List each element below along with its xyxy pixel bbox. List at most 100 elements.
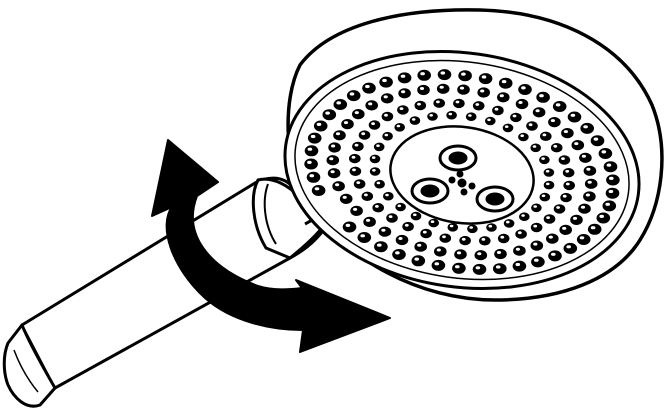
spray-nozzle-highlight xyxy=(325,111,330,115)
spray-nozzle-highlight xyxy=(518,101,523,104)
curved-double-arrow-icon xyxy=(151,139,391,353)
spray-nozzle-highlight xyxy=(475,103,480,106)
spray-nozzle-highlight xyxy=(342,195,347,199)
spray-nozzle xyxy=(417,84,430,96)
spray-nozzle xyxy=(550,143,563,153)
spray-nozzle xyxy=(341,119,354,130)
spray-nozzle xyxy=(539,192,551,202)
spray-nozzle xyxy=(479,236,491,246)
spray-nozzle-highlight xyxy=(351,155,356,159)
spray-nozzle xyxy=(563,180,575,191)
spray-nozzle-highlight xyxy=(551,252,556,256)
spray-nozzle-highlight xyxy=(400,74,406,78)
spray-nozzle xyxy=(583,191,596,202)
spray-nozzle-highlight xyxy=(417,102,421,106)
spray-nozzle-highlight xyxy=(512,114,517,118)
spray-nozzle-highlight xyxy=(349,92,355,96)
spray-nozzle-highlight xyxy=(376,144,380,147)
spray-nozzle-highlight xyxy=(439,85,444,89)
spray-nozzle xyxy=(306,171,321,183)
spray-nozzle xyxy=(571,140,585,151)
spray-nozzle-highlight xyxy=(562,194,567,198)
spray-nozzle-highlight xyxy=(461,237,466,241)
spray-nozzle xyxy=(459,235,471,246)
spray-nozzle xyxy=(395,234,409,246)
spray-nozzle-highlight xyxy=(384,133,389,137)
spray-nozzle xyxy=(532,107,546,118)
spray-nozzle-highlight xyxy=(309,174,315,178)
spray-nozzle-highlight xyxy=(442,235,446,239)
spray-nozzle xyxy=(434,246,447,257)
spray-nozzle xyxy=(395,202,406,212)
spray-nozzle xyxy=(446,110,457,120)
spray-nozzle-highlight xyxy=(329,157,334,161)
spray-nozzle xyxy=(497,92,510,103)
spray-nozzle-highlight xyxy=(365,84,370,89)
spray-nozzle-highlight xyxy=(414,257,420,261)
spray-nozzle-highlight xyxy=(307,147,313,151)
spray-nozzle-highlight xyxy=(456,251,462,255)
spray-nozzle-highlight xyxy=(556,206,560,209)
spray-nozzle xyxy=(598,148,613,159)
spray-nozzle-highlight xyxy=(539,94,544,98)
spray-nozzle-highlight xyxy=(546,182,550,186)
spray-nozzle xyxy=(546,233,559,244)
spray-nozzle xyxy=(346,90,361,102)
spray-nozzle-highlight xyxy=(461,72,466,76)
spray-nozzle xyxy=(492,105,504,116)
spray-nozzle-highlight xyxy=(494,107,499,111)
spray-nozzle-highlight xyxy=(330,170,335,174)
spray-nozzle xyxy=(526,121,538,131)
spray-nozzle xyxy=(410,211,422,221)
spray-nozzle-highlight xyxy=(398,237,403,240)
spray-nozzle-highlight xyxy=(550,119,556,123)
spray-nozzle-highlight xyxy=(417,243,422,247)
spray-nozzle xyxy=(497,233,510,244)
spray-nozzle-highlight xyxy=(561,157,565,161)
spray-nozzle-highlight xyxy=(353,207,358,211)
spray-nozzle-highlight xyxy=(572,216,578,220)
spray-nozzle-highlight xyxy=(477,252,482,256)
spray-nozzle xyxy=(427,112,438,121)
spray-nozzle-highlight xyxy=(377,243,382,247)
spray-nozzle xyxy=(530,143,541,153)
spray-nozzle-highlight xyxy=(481,75,487,79)
spray-nozzle xyxy=(552,101,567,112)
spray-nozzle xyxy=(458,70,472,82)
spray-nozzle-highlight xyxy=(535,109,540,113)
spray-nozzle xyxy=(437,69,452,81)
spray-nozzle xyxy=(332,181,345,192)
spray-nozzle xyxy=(382,131,393,141)
spray-nozzle-highlight xyxy=(411,118,416,121)
spray-nozzle xyxy=(378,226,392,237)
spray-nozzle xyxy=(603,161,618,173)
spray-nozzle-highlight xyxy=(345,223,351,227)
spray-nozzle-highlight xyxy=(499,94,504,98)
spray-nozzle xyxy=(590,135,605,147)
spray-nozzle xyxy=(428,218,440,228)
spray-nozzle-highlight xyxy=(587,180,592,184)
spray-nozzle xyxy=(372,203,385,213)
spray-nozzle-highlight xyxy=(343,121,349,125)
spray-nozzle-highlight xyxy=(581,154,587,158)
spray-nozzle-highlight xyxy=(459,86,465,90)
spray-nozzle xyxy=(559,224,572,235)
spray-nozzle xyxy=(414,241,428,252)
spray-nozzle-highlight xyxy=(388,215,393,219)
spray-nozzle xyxy=(307,132,322,144)
spray-nozzle-highlight xyxy=(310,134,316,139)
spray-nozzle-highlight xyxy=(352,168,356,172)
spray-nozzle-highlight xyxy=(316,122,322,126)
spray-nozzle xyxy=(313,120,328,132)
spray-nozzle-highlight xyxy=(395,251,400,255)
spray-nozzle-highlight xyxy=(609,176,614,180)
spray-nozzle xyxy=(353,179,366,189)
spray-nozzle-highlight xyxy=(385,193,389,197)
spray-nozzle xyxy=(452,262,466,274)
spray-nozzle xyxy=(493,263,507,275)
spray-nozzle-highlight xyxy=(397,204,402,208)
spray-nozzle xyxy=(531,256,545,268)
spray-nozzle-highlight xyxy=(500,235,505,239)
spray-nozzle xyxy=(539,155,550,165)
